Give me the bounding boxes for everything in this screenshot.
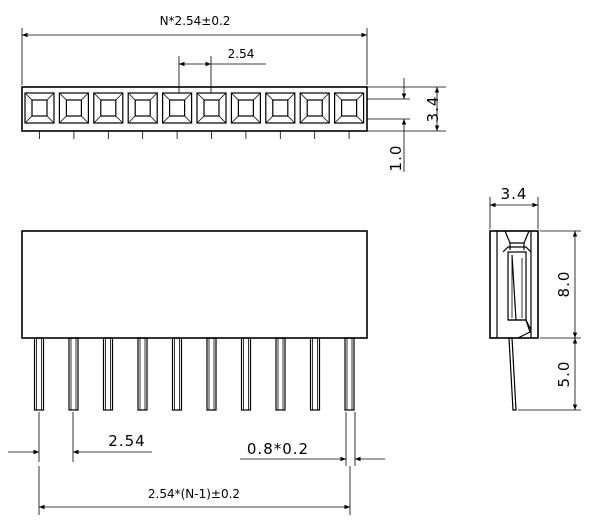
top-height-dimension: 3.4 [367,86,446,132]
side-view-contact [496,230,532,339]
front-pin [275,337,286,411]
top-pitch-dimension: 2.54 [178,47,266,93]
front-pin [240,337,252,411]
overall-length-label: N*2.54±0.2 [160,14,231,28]
front-pin [137,337,148,411]
side-view-body [489,230,539,339]
top-pin-cell [299,92,330,139]
side-view-pin [508,337,517,411]
side-body-height-label: 8.0 [555,271,573,298]
top-view-body [21,86,368,132]
top-pitch-label: 2.54 [228,47,255,61]
side-pin-length-label: 5.0 [555,361,573,388]
side-width-label: 3.4 [501,185,528,203]
top-pin-cell [265,92,296,139]
top-pin-cell [334,92,365,139]
front-view-body [21,230,368,339]
front-pin [344,337,355,411]
side-view: 3.4 8.0 5.0 [489,185,581,411]
front-pin [33,337,45,411]
top-view-cells [24,92,365,139]
top-pin-cell [24,92,55,139]
top-pin-cell [162,92,193,139]
top-height-label: 3.4 [424,96,442,123]
side-width-dimension: 3.4 [489,185,539,229]
overall-length-dimension: N*2.54±0.2 [21,14,368,85]
front-pitch-label: 2.54 [108,432,145,450]
front-view: 2.54 0.8*0.2 2.54*(N-1)±0.2 [8,230,385,515]
top-pin-cell [230,92,261,139]
side-pin-length-dimension: 5.0 [518,338,581,411]
top-view: N*2.54±0.2 2.54 3.4 1.0 [21,14,446,172]
pin-span-dimension: 2.54*(N-1)±0.2 [38,466,351,515]
front-pin [206,337,217,411]
front-pitch-dimension: 2.54 [8,412,152,462]
top-pin-cell [58,92,90,139]
pin-width-label: 0.8*0.2 [247,440,309,458]
front-pin [68,337,79,411]
pin-span-label: 2.54*(N-1)±0.2 [148,487,240,501]
pin-gap-dimension: 1.0 [367,78,410,172]
top-pin-cell [127,92,158,139]
front-pin [102,337,114,411]
front-pin [171,337,183,411]
front-view-pins [33,337,355,411]
pin-gap-label: 1.0 [387,145,405,172]
pin-width-dimension: 0.8*0.2 [240,412,385,466]
side-body-height-dimension: 8.0 [540,230,581,339]
top-pin-cell [93,92,124,139]
top-pin-cell [196,92,227,139]
front-pin [309,337,321,411]
